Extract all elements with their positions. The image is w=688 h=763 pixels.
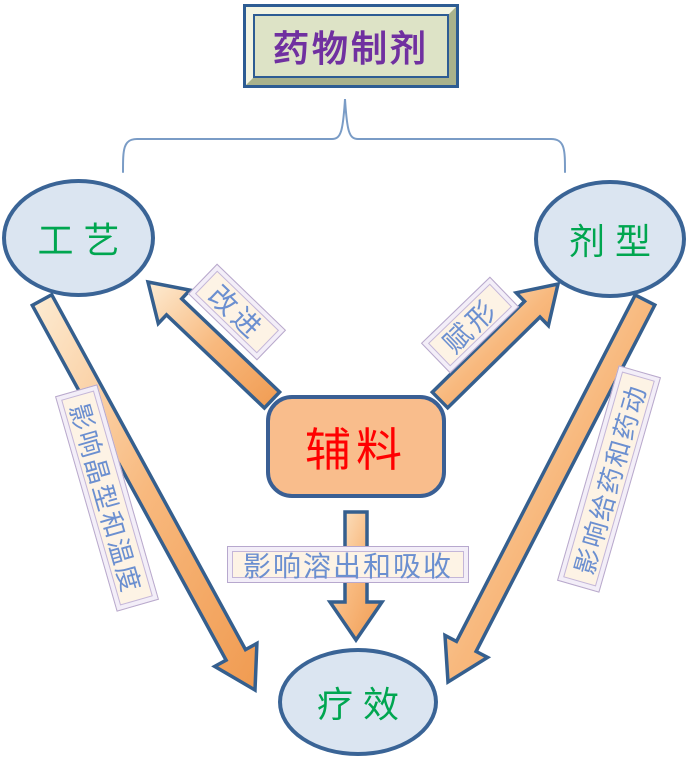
node-process-label: 工艺 [37, 221, 130, 262]
node-process: 工艺 [2, 179, 155, 297]
title-box-face: 药物制剂 [253, 14, 449, 78]
node-excipient: 辅料 [266, 395, 446, 498]
arrow-excipient-to-process-icon [145, 279, 283, 411]
arrow-excipient-to-dosage-form-icon [429, 281, 561, 411]
node-efficacy: 疗效 [278, 648, 438, 756]
node-efficacy-label: 疗效 [316, 685, 409, 726]
node-drug-preparation-label: 药物制剂 [272, 29, 429, 70]
node-excipient-label: 辅料 [305, 422, 407, 477]
edge-label-dissolution-absorption-text: 影响溶出和吸收 [242, 549, 453, 583]
brace-connector [122, 98, 566, 173]
node-dosage-form: 剂型 [534, 180, 686, 298]
title-box-bevel [246, 7, 456, 85]
edge-label-dissolution-absorption: 影响溶出和吸收 [227, 546, 469, 583]
node-dosage-form-label: 剂型 [568, 222, 661, 263]
arrow-dosage-form-to-efficacy-icon [443, 292, 658, 686]
node-drug-preparation: 药物制剂 [243, 4, 459, 88]
